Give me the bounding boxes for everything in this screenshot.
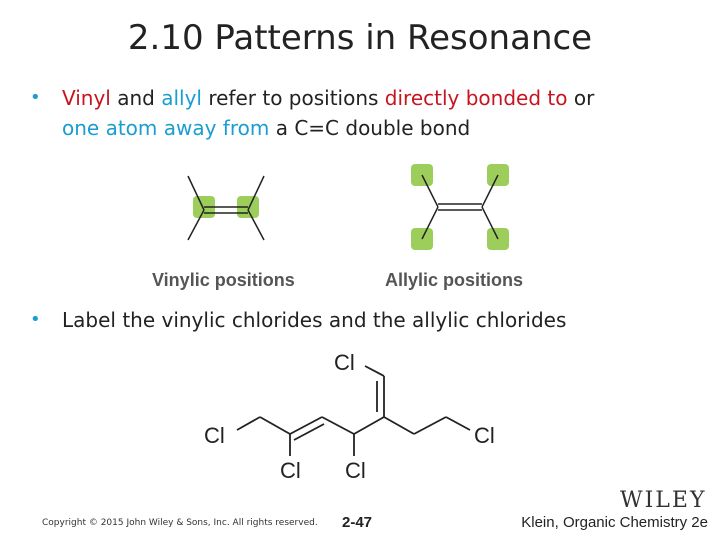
bullet-vinyl-allyl: • Vinyl and allyl refer to positions dir… — [30, 83, 690, 143]
bullet-text: Vinyl and allyl refer to positions direc… — [62, 83, 690, 143]
allylic-sub-3 — [481, 174, 499, 208]
text-and: and — [110, 86, 162, 110]
mol-bond-2 — [321, 416, 355, 435]
vinylic-sub-1 — [187, 175, 205, 211]
credit-text: Klein, Organic Chemistry 2e — [521, 514, 708, 531]
mol-bond-cl-left — [236, 416, 261, 431]
mol-bond-5 — [413, 416, 447, 435]
mol-bond-cl-top — [364, 365, 385, 377]
cl-bottom-left-label: Cl — [280, 458, 301, 483]
page-number: 2-47 — [342, 514, 373, 531]
cl-top-label: Cl — [334, 350, 355, 375]
chloride-molecule — [236, 365, 471, 456]
allylic-diagram — [411, 164, 509, 250]
cl-bottom-mid-label: Cl — [345, 458, 366, 483]
allylic-sub-1 — [421, 174, 439, 208]
wiley-logo: WILEY — [620, 488, 707, 513]
bullet-label-chlorides: • Label the vinylic chlorides and the al… — [30, 305, 690, 335]
caption-vinylic: Vinylic positions — [152, 270, 295, 290]
mol-bond-cl-right — [445, 416, 471, 431]
copyright-text: Copyright © 2015 John Wiley & Sons, Inc.… — [42, 518, 318, 528]
vinylic-sub-4 — [247, 209, 265, 241]
term-vinyl: Vinyl — [62, 86, 111, 110]
mol-bond-4 — [383, 416, 415, 435]
phrase-one-atom-away: one atom away from — [62, 116, 270, 140]
mol-double-1b — [293, 423, 325, 441]
text-refer: refer to positions — [201, 86, 385, 110]
text-double-bond: a C=C double bond — [269, 116, 471, 140]
caption-allylic: Allylic positions — [385, 270, 524, 290]
allylic-sub-2 — [421, 206, 439, 240]
term-allyl: allyl — [161, 86, 202, 110]
bullet-icon: • — [30, 309, 41, 330]
vinylic-sub-3 — [247, 175, 265, 211]
phrase-directly-bonded: directly bonded to — [384, 86, 568, 110]
vinylic-diagram — [187, 175, 265, 241]
vinylic-sub-2 — [187, 209, 205, 241]
mol-bond-1 — [259, 416, 291, 435]
mol-double-1a — [289, 416, 323, 435]
bullet-icon: • — [30, 87, 41, 108]
cl-left-label: Cl — [204, 423, 225, 448]
mol-bond-3 — [353, 416, 385, 435]
text-or: or — [567, 86, 595, 110]
cl-right-label: Cl — [474, 423, 495, 448]
allylic-sub-4 — [481, 206, 499, 240]
bullet2-text: Label the vinylic chlorides and the ally… — [62, 308, 567, 332]
page-title: 2.10 Patterns in Resonance — [127, 18, 593, 58]
